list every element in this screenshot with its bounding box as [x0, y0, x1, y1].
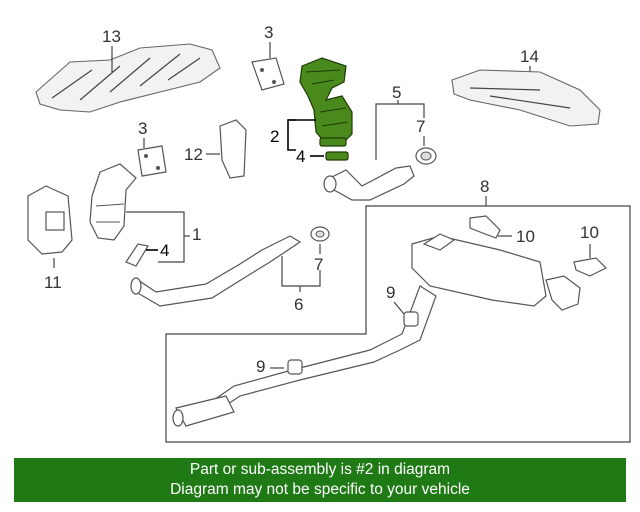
callout-1: 1	[192, 225, 201, 244]
leader-2	[287, 119, 316, 151]
callout-7-lower: 7	[314, 255, 323, 274]
callout-3-left: 3	[138, 119, 147, 138]
callout-11: 11	[44, 273, 62, 292]
muffler-assembly-8[interactable]	[172, 233, 581, 427]
callout-12: 12	[184, 145, 203, 164]
gasket-7-lower[interactable]	[310, 226, 330, 242]
bracket-3-top[interactable]	[251, 57, 285, 91]
footer-banner: Part or sub-assembly is #2 in diagram Di…	[14, 458, 626, 502]
bracket-3-left[interactable]	[137, 145, 167, 177]
leader-9-upper	[393, 301, 405, 315]
front-pipe-5[interactable]	[323, 165, 415, 201]
gasket-4-upper[interactable]	[325, 151, 349, 161]
hanger-9-upper[interactable]	[403, 311, 419, 327]
callout-5: 5	[392, 83, 401, 102]
bracket-10-right[interactable]	[573, 257, 608, 277]
callout-6: 6	[294, 295, 303, 314]
callout-13: 13	[102, 27, 121, 46]
callout-7-upper: 7	[416, 117, 425, 136]
leader-1	[126, 211, 190, 263]
gasket-4-lower[interactable]	[125, 243, 149, 267]
callout-4-upper: 4	[296, 147, 305, 166]
callout-2: 2	[270, 127, 279, 146]
heat-shield-11[interactable]	[27, 185, 73, 255]
callout-10-left: 10	[516, 227, 535, 246]
footer-line-2: Diagram may not be specific to your vehi…	[170, 481, 470, 498]
hanger-9-lower[interactable]	[287, 359, 303, 375]
catalytic-converter-1[interactable]	[89, 163, 137, 241]
callout-8: 8	[480, 177, 489, 196]
intermediate-pipe-6[interactable]	[130, 235, 302, 307]
exhaust-parts-diagram: 13 3 2 4 5 7 14 3	[27, 23, 631, 443]
callout-4-lower: 4	[160, 241, 169, 260]
callout-9-upper: 9	[386, 283, 395, 302]
footer-line-1: Part or sub-assembly is #2 in diagram	[189, 461, 451, 478]
callout-10-right: 10	[580, 223, 599, 242]
assembly-8-box	[165, 205, 631, 443]
callout-9-lower: 9	[256, 357, 265, 376]
heat-shield-14[interactable]	[451, 69, 601, 127]
callout-3-top: 3	[264, 23, 273, 42]
callout-14: 14	[520, 47, 539, 66]
leader-6	[281, 256, 321, 292]
bracket-12[interactable]	[219, 119, 247, 179]
leader-5	[375, 100, 425, 160]
gasket-7-upper[interactable]	[415, 147, 437, 165]
catalytic-converter-2[interactable]	[299, 57, 353, 147]
bracket-10-left[interactable]	[469, 215, 501, 239]
heat-shield-13[interactable]	[35, 43, 221, 113]
